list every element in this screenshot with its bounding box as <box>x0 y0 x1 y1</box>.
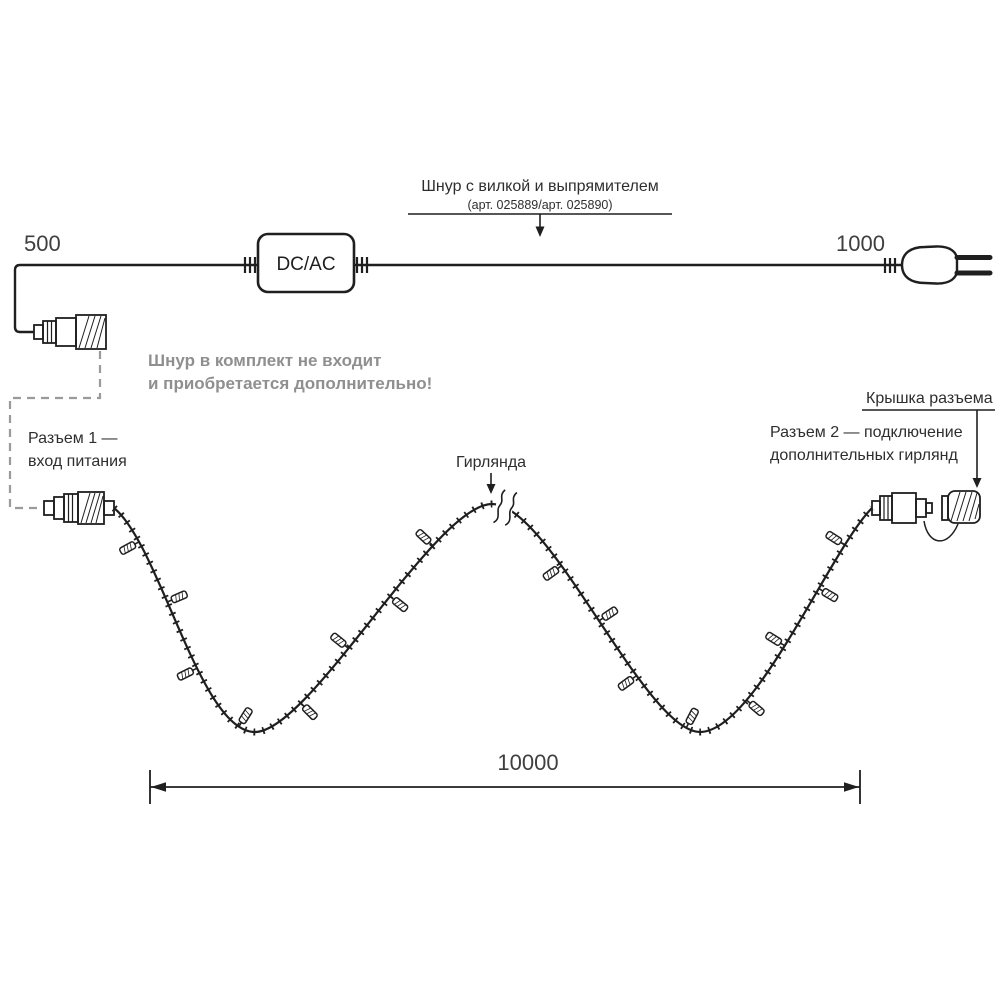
cord-title-label: Шнур с вилкой и выпрямителем <box>421 178 658 195</box>
cord-callout: Шнур с вилкой и выпрямителем (арт. 02588… <box>408 178 672 237</box>
bulb-icon <box>176 667 198 681</box>
bulb-icon <box>746 699 765 717</box>
connector2-label-line2: дополнительных гирлянд <box>770 447 958 464</box>
dashed-connection-line <box>8 351 102 510</box>
dcac-converter-box <box>256 232 356 294</box>
bulb-icon <box>765 631 786 647</box>
cord-connector-icon <box>33 314 107 350</box>
bulb-icon <box>598 606 619 622</box>
down-arrow-icon <box>535 226 545 237</box>
garland-twist-texture <box>111 500 875 736</box>
connector1-label-line1: Разъем 1 — <box>28 430 118 447</box>
connector1-label-line2: вход питания <box>28 453 127 470</box>
strain-relief-icon <box>243 257 897 273</box>
right-arrow-icon <box>844 782 859 792</box>
dimension-line: 10000 <box>149 750 861 804</box>
power-cord-section: 500 1000 DC/AC Шну <box>13 178 993 350</box>
bulb-icon <box>825 530 846 546</box>
garland-label: Гирлянда <box>456 454 526 471</box>
notice-line1: Шнур в комплект не входит <box>148 351 381 370</box>
plug-icon <box>900 245 993 285</box>
cord-length-left-label: 500 <box>24 231 61 256</box>
bulb-icon <box>330 632 350 650</box>
bulb-icon <box>119 541 140 555</box>
down-arrow-icon <box>486 484 496 494</box>
garland-wire <box>111 485 875 736</box>
connector-cap-icon <box>941 490 981 524</box>
cap-callout: Крышка разъема <box>862 390 995 488</box>
garland-bulbs <box>119 529 846 729</box>
cord-length-right-label: 1000 <box>836 231 885 256</box>
bulb-icon <box>617 675 637 691</box>
bulb-icon <box>415 529 434 547</box>
left-arrow-icon <box>151 782 166 792</box>
notice-text: Шнур в комплект не входит и приобретаетс… <box>148 351 432 393</box>
connector2-label-line1: Разъем 2 — подключение <box>770 424 963 441</box>
connector1-icon <box>43 491 115 525</box>
cap-label: Крышка разъема <box>866 390 993 407</box>
break-icon <box>492 485 518 526</box>
dimension-ticks <box>149 770 861 804</box>
dcac-label: DC/AC <box>276 254 335 275</box>
down-arrow-icon <box>972 478 982 488</box>
connector2-icon <box>871 492 933 524</box>
bulb-icon <box>389 595 409 613</box>
garland-wire-path <box>113 502 873 734</box>
dimension-value: 10000 <box>497 750 558 775</box>
bulb-icon <box>542 565 562 581</box>
bulb-icon <box>818 587 839 603</box>
bulb-icon <box>300 702 318 721</box>
cap-strap <box>923 520 959 542</box>
cord-wire-left <box>13 263 258 334</box>
bulb-icon <box>238 707 253 728</box>
bulb-icon <box>685 707 699 729</box>
notice-line2: и приобретается дополнительно! <box>148 374 432 393</box>
bulb-icon <box>166 590 188 604</box>
cord-subtitle-label: (арт. 025889/арт. 025890) <box>467 198 612 212</box>
